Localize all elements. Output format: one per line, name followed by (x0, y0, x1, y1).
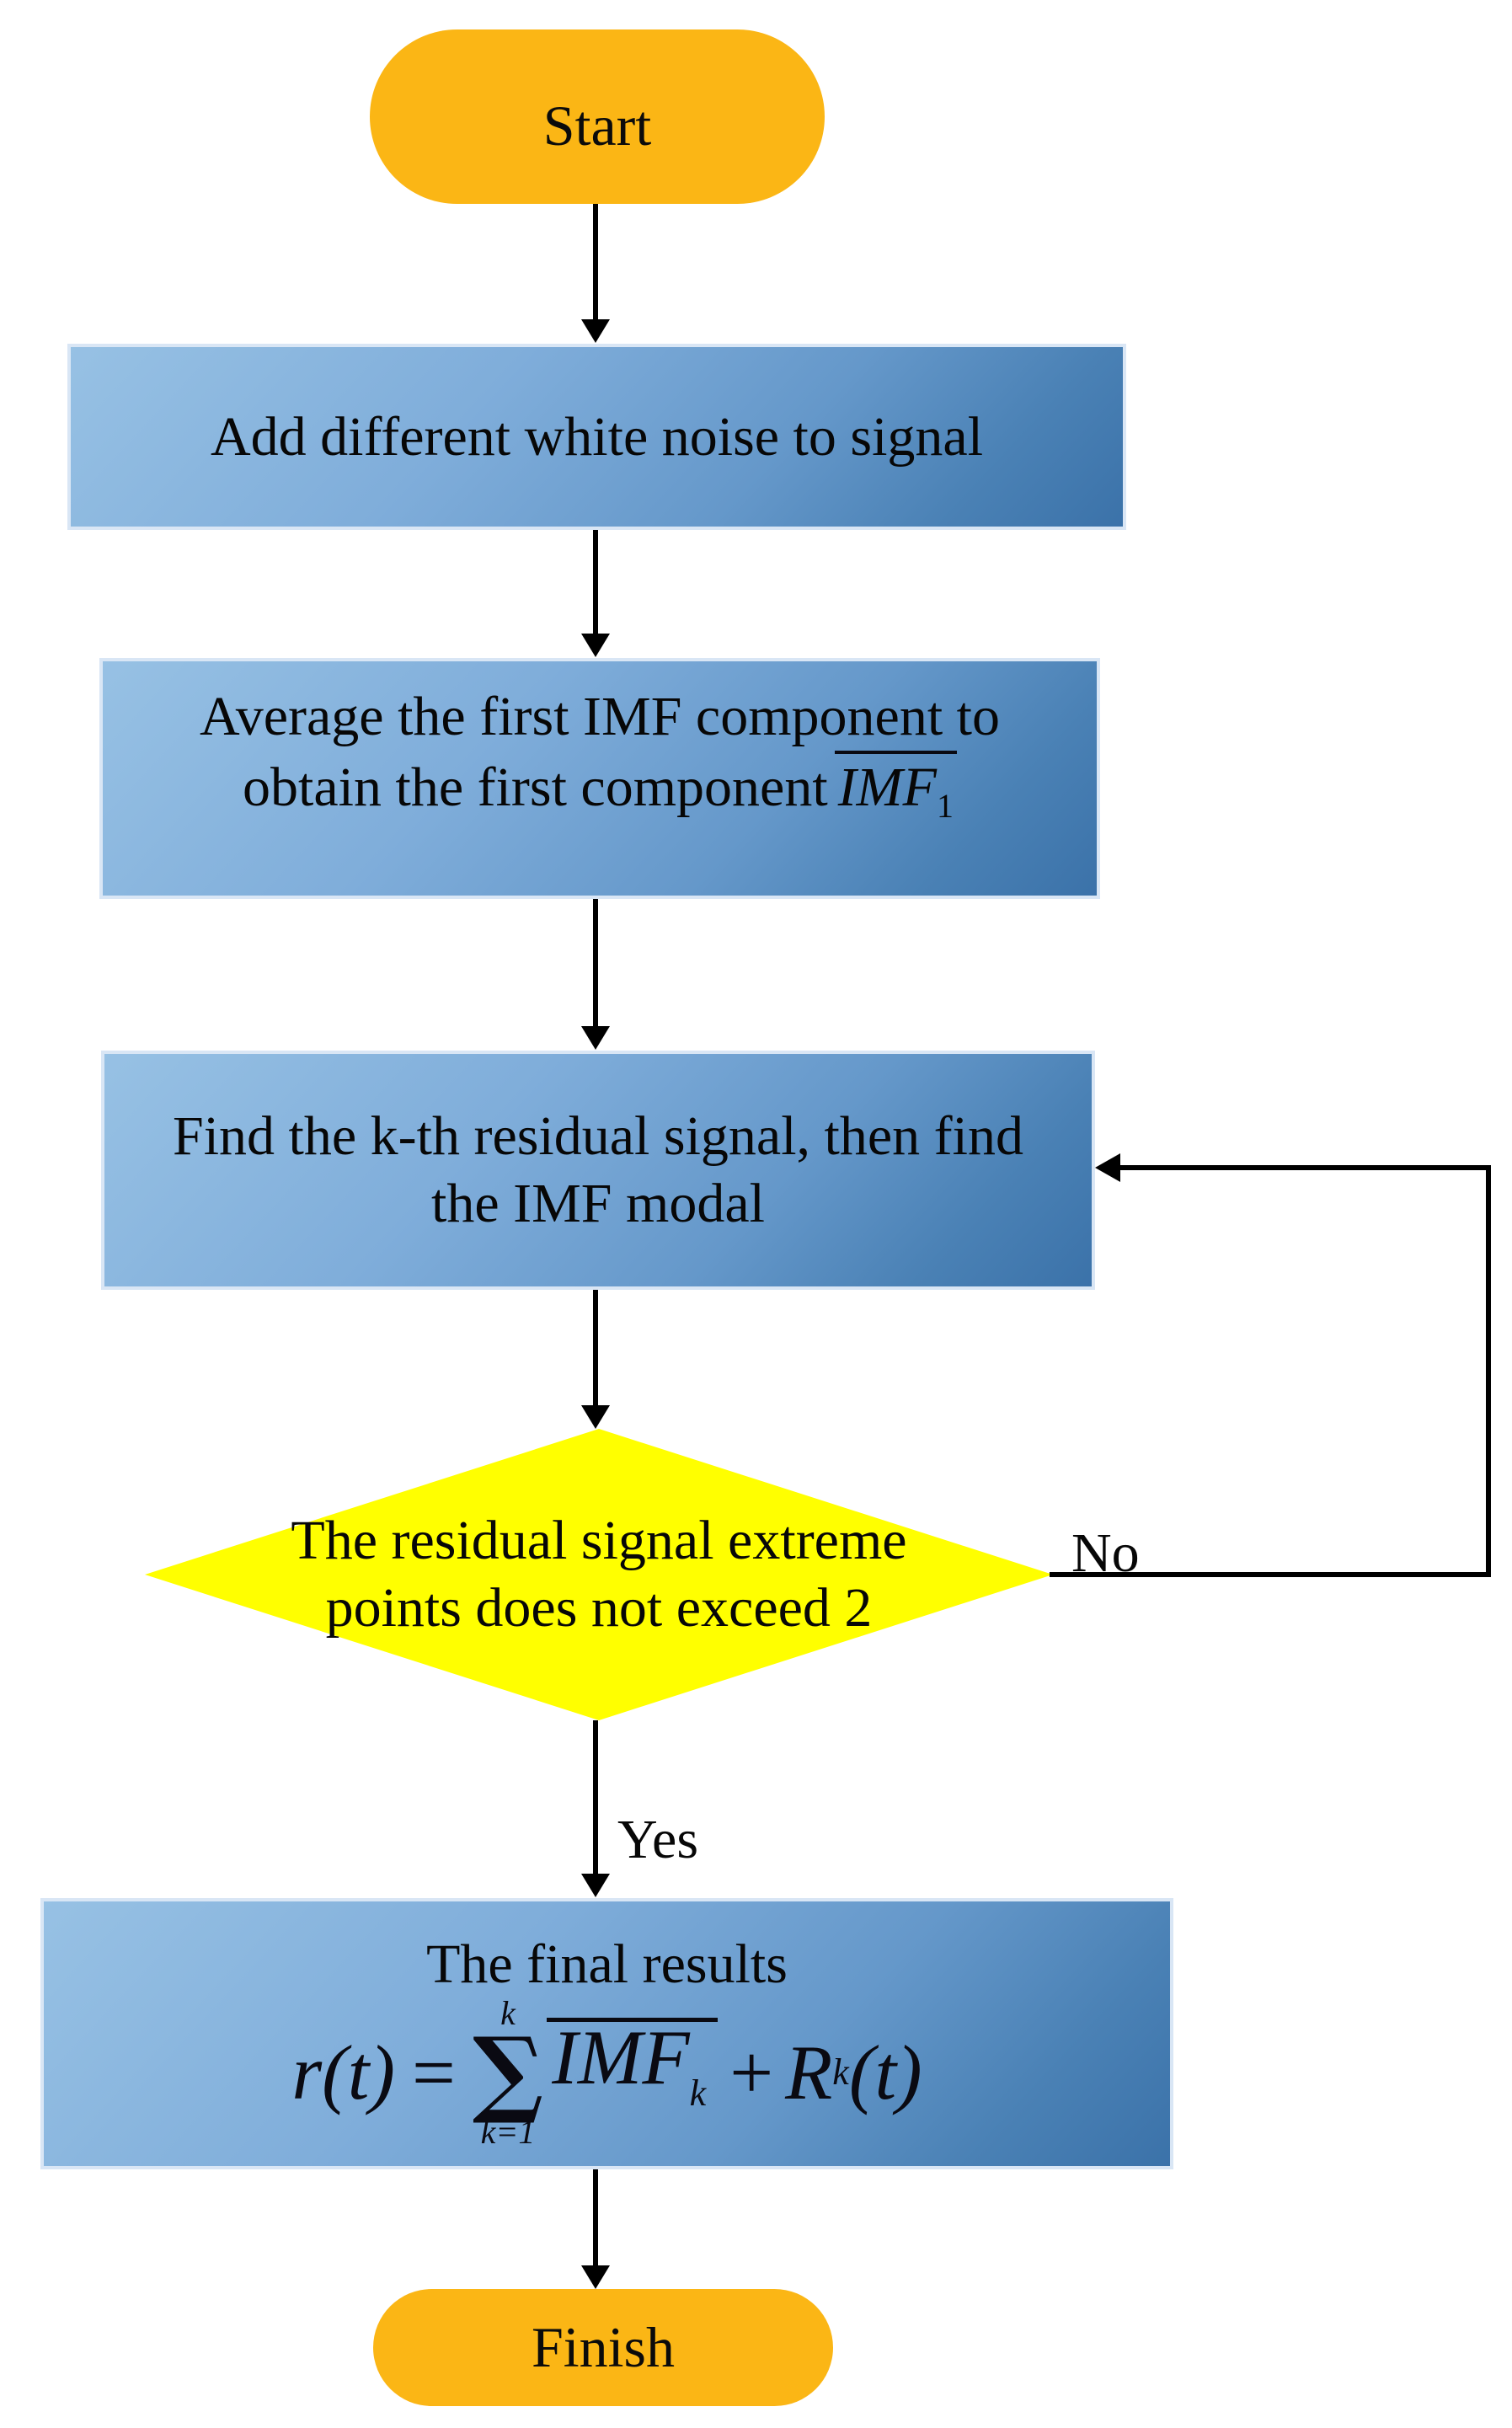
formula-equals: = (411, 2030, 456, 2116)
arrow-addnoise-to-average-stem (593, 530, 598, 634)
arrow-residual-to-decision-stem (593, 1290, 598, 1405)
formula-r-term: R (785, 2030, 833, 2116)
yes-edge-label: Yes (617, 1809, 699, 1870)
average-imf-node: Average the first IMF component to obtai… (99, 658, 1100, 899)
arrow-result-to-finish-head-icon (581, 2265, 610, 2289)
arrow-addnoise-to-average-head-icon (581, 634, 610, 657)
imf-symbol: IMF (837, 757, 937, 818)
arrow-decision-to-result-head-icon (581, 1874, 610, 1897)
finish-label: Finish (531, 2315, 676, 2379)
no-path-top-line (1120, 1165, 1491, 1170)
average-imf-line2-text: obtain the first component (243, 757, 828, 818)
find-residual-node: Find the k-th residual signal, then find… (101, 1051, 1095, 1290)
arrow-start-to-addnoise-stem (593, 204, 598, 319)
add-noise-node: Add different white noise to signal (67, 344, 1126, 530)
formula-imf: IMF (552, 2014, 690, 2101)
formula-imf-subscript: k (689, 2072, 707, 2115)
arrow-average-to-residual-stem (593, 899, 598, 1026)
sigma-symbol: ∑ (472, 2017, 544, 2127)
decision-line1: The residual signal extreme (291, 1510, 907, 1571)
find-residual-line1: Find the k-th residual signal, then find (172, 1105, 1023, 1167)
formula-plus: + (729, 2030, 774, 2116)
finish-node: Finish (373, 2289, 833, 2406)
start-label: Start (542, 94, 652, 158)
arrow-start-to-addnoise-head-icon (581, 319, 610, 343)
decision-diamond-polygon (145, 1429, 1053, 1720)
arrow-result-to-finish-stem (593, 2169, 598, 2265)
formula-r-subscript: k (832, 2051, 849, 2094)
no-path-arrow-head-icon (1095, 1153, 1120, 1182)
formula-lhs: r(t) (291, 2030, 395, 2116)
final-results-title: The final results (426, 1933, 788, 1995)
formula-summation: k ∑ k=1 (473, 1996, 543, 2150)
decision-diamond-shape (145, 1429, 1053, 1720)
decision-node: The residual signal extreme points does … (212, 1429, 986, 1720)
start-node: Start (370, 29, 825, 204)
formula-imf-overline: IMFk (547, 2018, 719, 2127)
arrow-residual-to-decision-head-icon (581, 1405, 610, 1429)
decision-line2: points does not exceed 2 (325, 1577, 873, 1639)
no-edge-label: No (1071, 1522, 1140, 1584)
imf-overline-symbol: IMF1 (834, 751, 957, 840)
final-results-node: The final results r(t) = k ∑ k=1 IMFk + … (40, 1898, 1173, 2169)
no-path-bottom-line (1050, 1572, 1491, 1577)
add-noise-label: Add different white noise to signal (210, 405, 984, 468)
formula-sum-upper: k (500, 1994, 516, 2032)
arrow-average-to-residual-head-icon (581, 1026, 610, 1050)
no-path-vertical-line (1486, 1165, 1491, 1577)
find-residual-line2: the IMF modal (431, 1173, 765, 1234)
formula-r-argument: (t) (848, 2030, 922, 2116)
arrow-decision-to-result-stem (593, 1720, 598, 1874)
imf-subscript: 1 (936, 787, 954, 825)
average-imf-line1: Average the first IMF component to (199, 686, 1001, 747)
formula-sum-lower: k=1 (480, 2112, 536, 2151)
